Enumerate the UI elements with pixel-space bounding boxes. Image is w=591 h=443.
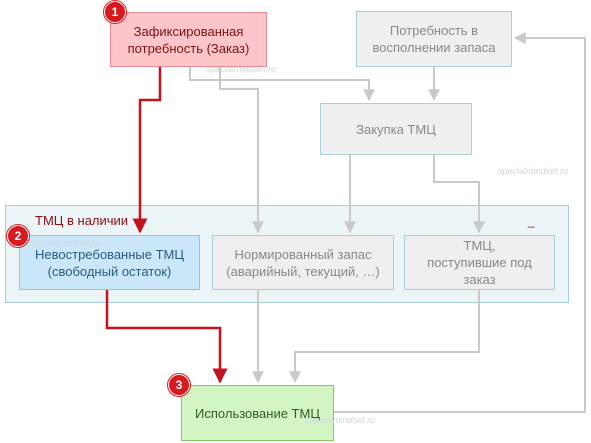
watermark: specialmindset.ru (498, 166, 569, 176)
arrow-fixed-to-unclaimed (132, 67, 162, 234)
watermark: specialmindset.ru (30, 238, 101, 248)
watermark: specialmindset.ru (305, 415, 376, 425)
arrow-usage-to-replenish (334, 32, 586, 413)
node-fixed-need-label: Зафиксированная потребность (Заказ) (127, 23, 250, 56)
node-unclaimed: Невостребованные ТМЦ (свободный остаток) (19, 235, 200, 290)
step-badge-3: 3 (168, 374, 190, 396)
node-usage-label: Использование ТМЦ (195, 405, 320, 421)
node-unclaimed-label: Невостребованные ТМЦ (свободный остаток) (35, 246, 184, 279)
node-purchase: Закупка ТМЦ (320, 103, 472, 155)
arrow-fixed-to-purchase (189, 67, 375, 102)
arrow-ordered-to-usage (289, 290, 480, 384)
step-badge-1: 1 (104, 1, 126, 23)
watermark: specialmindset.ru (206, 64, 277, 74)
container-mark: _ (528, 214, 535, 228)
arrow-unclaimed-to-usage (105, 290, 228, 384)
node-ordered-label: ТМЦ, поступившие под заказ (427, 238, 532, 287)
stock-on-hand-title: ТМЦ в наличии (35, 213, 129, 228)
arrow-fixed-to-normative (219, 67, 264, 234)
node-replenish-need: Потребность в восполнении запаса (356, 11, 512, 67)
node-usage: Использование ТМЦ (181, 385, 334, 441)
node-normative: Нормированный запас (аварийный, текущий,… (212, 235, 394, 290)
arrow-purchase-to-ordered (433, 155, 485, 234)
step-badge-2: 2 (7, 225, 29, 247)
node-purchase-label: Закупка ТМЦ (356, 121, 436, 137)
node-fixed-need: Зафиксированная потребность (Заказ) (110, 12, 267, 67)
node-replenish-need-label: Потребность в восполнении запаса (372, 23, 496, 55)
node-ordered: ТМЦ, поступившие под заказ (404, 235, 555, 290)
node-normative-label: Нормированный запас (аварийный, текущий,… (226, 246, 380, 279)
